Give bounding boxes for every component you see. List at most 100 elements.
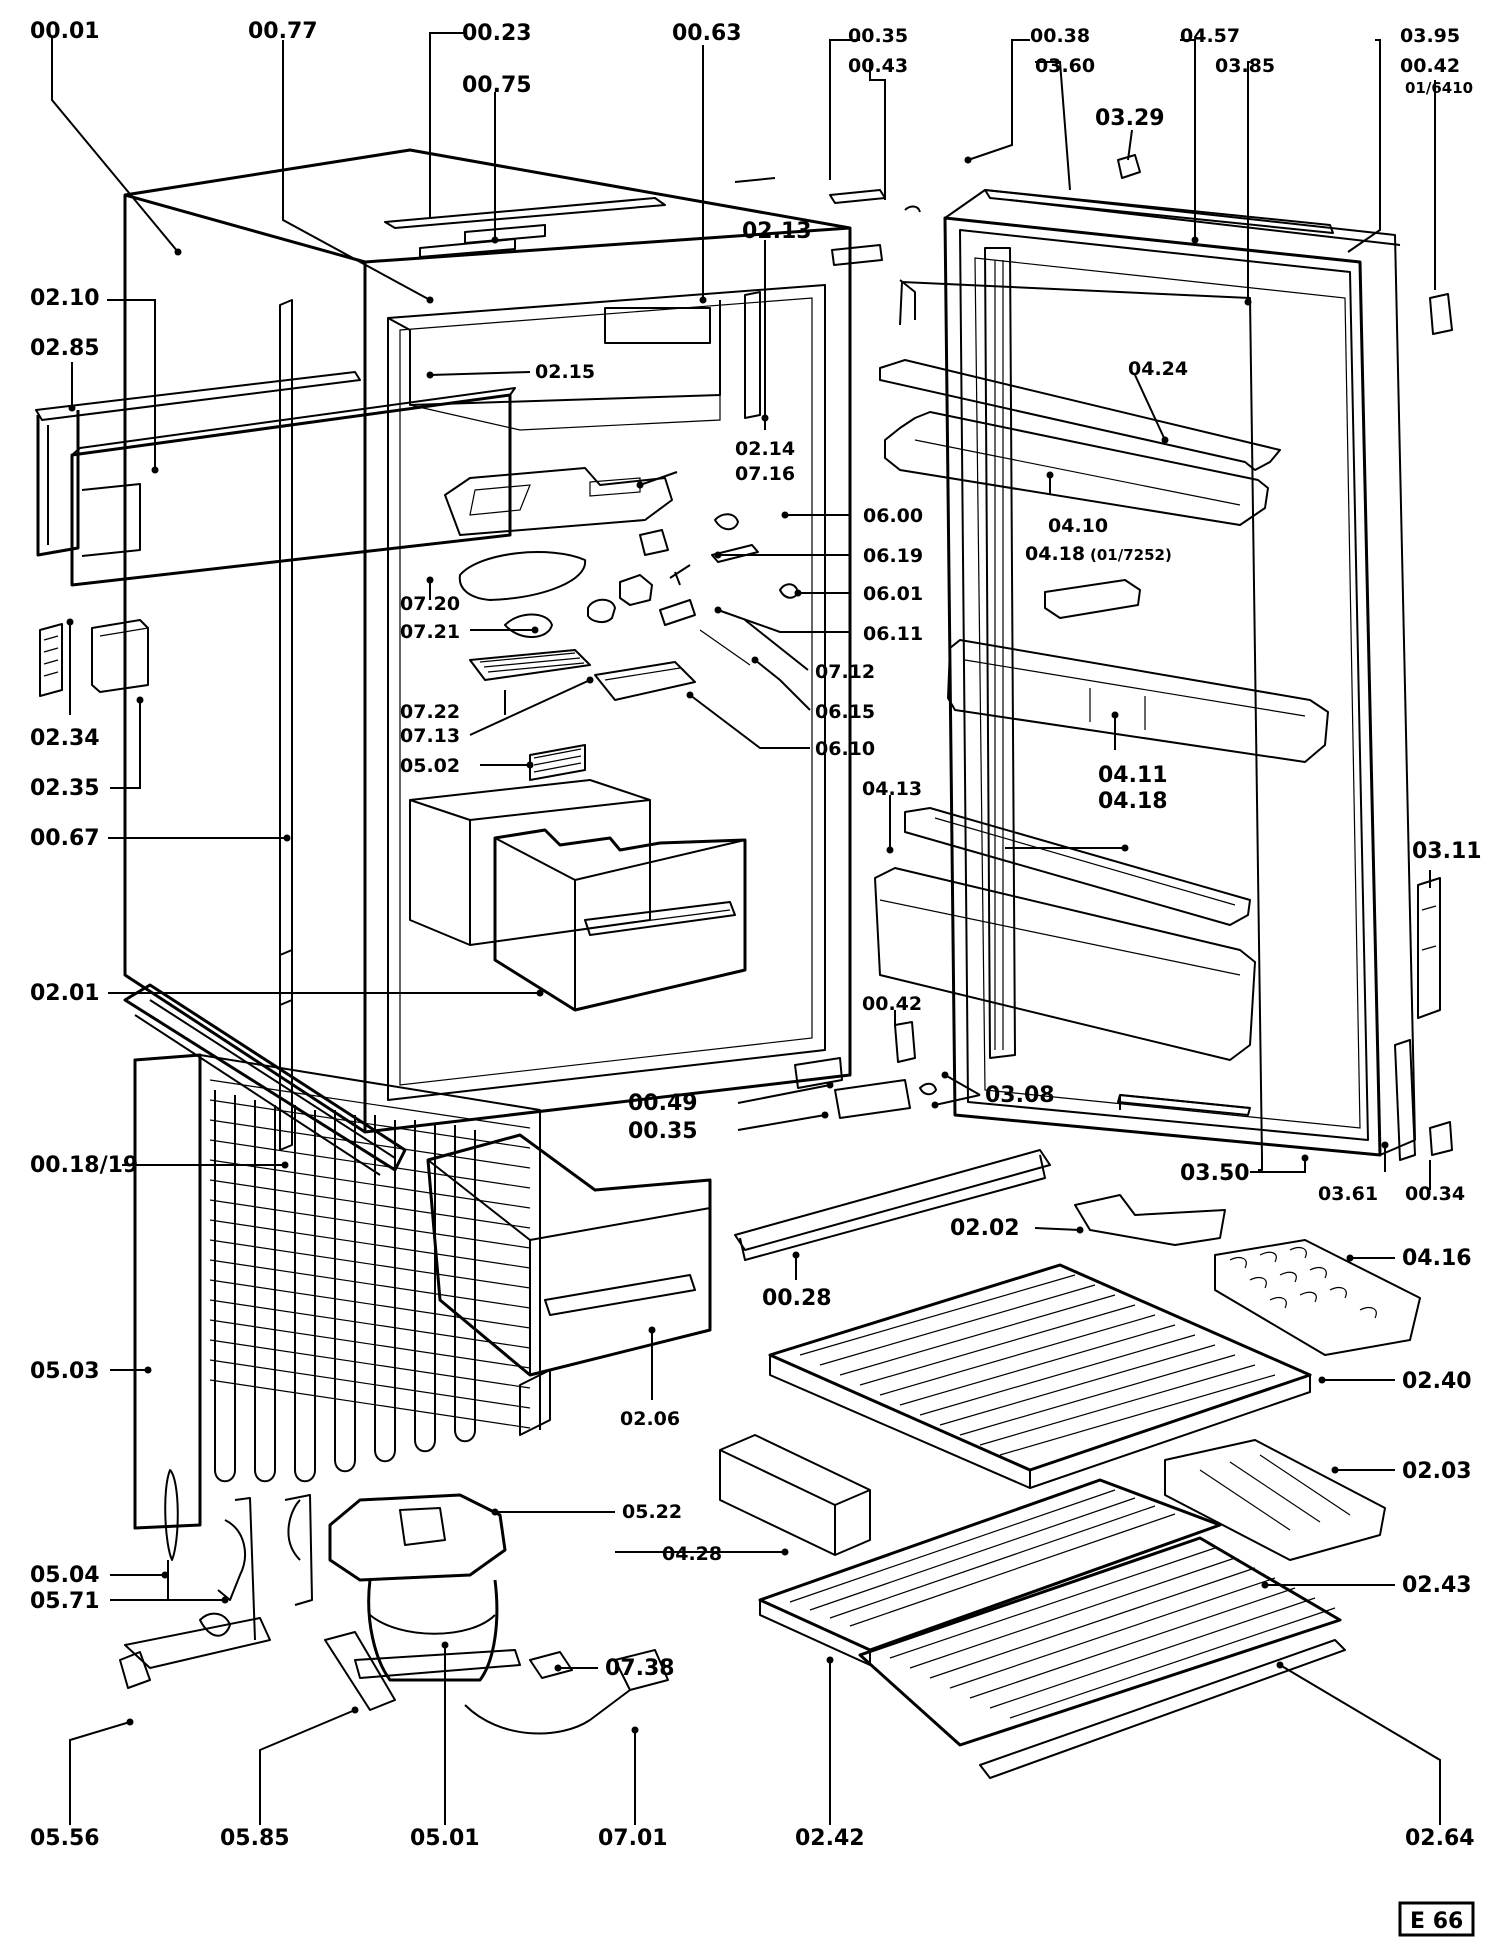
label-04-18-first: 04.18 bbox=[1025, 543, 1085, 565]
label-05-04: 05.04 bbox=[30, 1563, 100, 1588]
crisper-drawer-lower bbox=[426, 1133, 712, 1436]
hinge-lower bbox=[794, 1021, 937, 1119]
label-00-67: 00.67 bbox=[30, 826, 100, 851]
label-06-15: 06.15 bbox=[815, 701, 875, 723]
label-07-21: 07.21 bbox=[400, 621, 460, 643]
label-05-02: 05.02 bbox=[400, 755, 460, 777]
label-06-11: 06.11 bbox=[863, 623, 923, 645]
label-07-13: 07.13 bbox=[400, 725, 460, 747]
small-hinge-parts bbox=[39, 619, 149, 697]
label-02-01: 02.01 bbox=[30, 981, 100, 1006]
label-00-34: 00.34 bbox=[1405, 1183, 1465, 1205]
label-05-85: 05.85 bbox=[220, 1826, 290, 1851]
label-03-95: 03.95 bbox=[1400, 25, 1460, 47]
label-07-12: 07.12 bbox=[815, 661, 875, 683]
label-00-35-top: 00.35 bbox=[848, 25, 908, 47]
label-02-64: 02.64 bbox=[1405, 1826, 1475, 1851]
front-rail-0202 bbox=[734, 1149, 1226, 1261]
cabinet-body bbox=[123, 148, 852, 1134]
label-04-10: 04.10 bbox=[1048, 515, 1108, 537]
crisper-drawer-upper bbox=[493, 828, 747, 1012]
label-01-7252: (01/7252) bbox=[1090, 546, 1172, 564]
label-02-10: 02.10 bbox=[30, 286, 100, 311]
label-02-40: 02.40 bbox=[1402, 1369, 1472, 1394]
label-02-03: 02.03 bbox=[1402, 1459, 1472, 1484]
label-04-24: 04.24 bbox=[1128, 358, 1188, 380]
label-04-16: 04.16 bbox=[1402, 1246, 1472, 1271]
door-rack-0413 bbox=[904, 807, 1251, 926]
label-04-28: 04.28 bbox=[662, 1543, 722, 1565]
label-06-19: 06.19 bbox=[863, 545, 923, 567]
label-07-22: 07.22 bbox=[400, 701, 460, 723]
label-02-14: 02.14 bbox=[735, 438, 795, 460]
label-03-08: 03.08 bbox=[985, 1083, 1055, 1108]
label-06-00: 06.00 bbox=[863, 505, 923, 527]
label-04-11: 04.11 bbox=[1098, 763, 1168, 788]
vegetable-cover-0243 bbox=[858, 1536, 1342, 1747]
label-07-01: 07.01 bbox=[598, 1826, 668, 1851]
label-00-42-top: 00.42 bbox=[1400, 55, 1460, 77]
compressor-unit bbox=[234, 1493, 521, 1682]
label-00-43: 00.43 bbox=[848, 55, 908, 77]
label-04-13: 04.13 bbox=[862, 778, 922, 800]
label-05-56: 05.56 bbox=[30, 1826, 100, 1851]
butter-box-0428 bbox=[719, 1434, 871, 1556]
label-02-02: 02.02 bbox=[950, 1216, 1020, 1241]
top-trim-panel bbox=[35, 371, 516, 587]
label-03-29: 03.29 bbox=[1095, 106, 1165, 131]
door-bottom-strip bbox=[1117, 1094, 1251, 1116]
part-labels: 00.01 00.77 00.23 00.75 00.63 00.35 00.4… bbox=[30, 19, 1482, 1851]
egg-tray bbox=[1214, 1239, 1421, 1356]
reference-code: E 66 bbox=[1410, 1909, 1463, 1934]
label-00-77: 00.77 bbox=[248, 19, 318, 44]
inner-drawer-box bbox=[409, 779, 651, 946]
label-02-43: 02.43 bbox=[1402, 1573, 1472, 1598]
label-07-20: 07.20 bbox=[400, 593, 460, 615]
condenser-grid bbox=[133, 1053, 541, 1530]
label-04-18-second: 04.18 bbox=[1098, 789, 1168, 814]
label-03-11: 03.11 bbox=[1412, 839, 1482, 864]
label-03-85: 03.85 bbox=[1215, 55, 1275, 77]
label-00-23: 00.23 bbox=[462, 21, 532, 46]
door-assembly bbox=[899, 189, 1416, 1171]
hinge-upper-right-parts bbox=[1117, 154, 1453, 335]
label-02-85: 02.85 bbox=[30, 336, 100, 361]
label-00-75: 00.75 bbox=[462, 73, 532, 98]
label-00-28: 00.28 bbox=[762, 1286, 832, 1311]
glass-shelf-lower bbox=[758, 1478, 1222, 1666]
label-02-13: 02.13 bbox=[742, 219, 812, 244]
leader-lines bbox=[51, 32, 1441, 1825]
label-03-60: 03.60 bbox=[1035, 55, 1095, 77]
reference-code-box: E 66 bbox=[1398, 1901, 1475, 1937]
ice-tray-0203 bbox=[1164, 1439, 1386, 1561]
label-00-35-mid: 00.35 bbox=[628, 1119, 698, 1144]
door-side-parts bbox=[1394, 877, 1453, 1161]
label-02-34: 02.34 bbox=[30, 726, 100, 751]
label-00-42-mid: 00.42 bbox=[862, 993, 922, 1015]
label-00-38: 00.38 bbox=[1030, 25, 1090, 47]
door-bracket-0418 bbox=[1044, 579, 1141, 619]
glass-shelf-upper bbox=[768, 1263, 1312, 1489]
label-00-18-19: 00.18/19 bbox=[30, 1153, 138, 1178]
label-07-38: 07.38 bbox=[605, 1656, 675, 1681]
label-02-42: 02.42 bbox=[795, 1826, 865, 1851]
label-03-61: 03.61 bbox=[1318, 1183, 1378, 1205]
door-shelf-top bbox=[879, 359, 1281, 526]
compressor-side-parts bbox=[119, 1469, 669, 1735]
label-03-50: 03.50 bbox=[1180, 1161, 1250, 1186]
cover-strip-0264 bbox=[979, 1639, 1346, 1779]
door-shelf-middle bbox=[947, 639, 1329, 763]
label-04-57: 04.57 bbox=[1180, 25, 1240, 47]
hinge-upper bbox=[829, 189, 921, 320]
label-01-6410: 01/6410 bbox=[1405, 79, 1473, 97]
label-05-03: 05.03 bbox=[30, 1359, 100, 1384]
label-00-49: 00.49 bbox=[628, 1091, 698, 1116]
lamp-housing-group bbox=[444, 467, 799, 781]
door-bottle-shelf bbox=[874, 867, 1256, 1061]
label-06-10: 06.10 bbox=[815, 738, 875, 760]
label-02-06: 02.06 bbox=[620, 1408, 680, 1430]
label-00-01: 00.01 bbox=[30, 19, 100, 44]
label-07-16: 07.16 bbox=[735, 463, 795, 485]
label-00-63: 00.63 bbox=[672, 21, 742, 46]
